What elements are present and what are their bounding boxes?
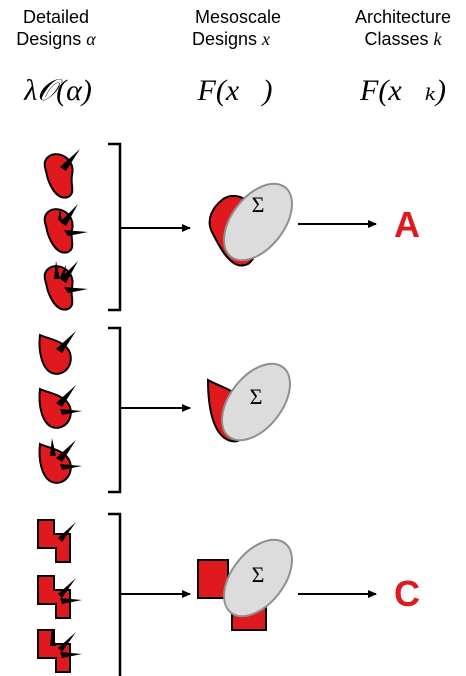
header-mesoscale-line2: Designs [191,29,257,49]
sum-symbol: Σ [252,192,265,217]
header-mesoscale-designs: Mesoscale Designs x⃗ [178,6,298,50]
header-architecture-symbol: k [433,29,442,49]
class-label-a: A [394,204,420,245]
header-architecture-line2: Classes [364,29,429,49]
detailed-design-teardrop-2 [38,385,82,429]
group-lshape-designs: Σ [37,512,377,676]
header-detailed-line1: Detailed [22,7,90,27]
detailed-design-bean-1 [43,149,80,199]
header-detailed-symbol: α [86,29,96,49]
sum-ellipse [223,182,293,262]
detailed-design-bean-3 [43,261,88,311]
header-mesoscale-symbol: x⃗ [262,29,285,49]
group-bean-designs: Σ [43,142,377,312]
header-architecture-line1: Architecture [354,7,452,27]
mesoscale-design-bean: Σ [208,182,293,267]
detailed-design-lshape-2 [37,575,82,619]
class-label-c: C [394,573,420,614]
detailed-design-teardrop-3 [38,438,82,484]
header-architecture-classes: Architecture Classes k [340,6,466,50]
bracket-teardrop-group [108,326,122,494]
mesoscale-design-teardrop: Σ [206,362,291,443]
mesoscale-design-lshape: Σ [197,538,293,631]
sum-ellipse [221,362,291,442]
detailed-design-bean-2 [43,204,88,254]
header-mesoscale-line1: Mesoscale [194,7,282,27]
header-detailed-designs: Detailed Designs α [8,6,104,50]
sum-ellipse [223,538,293,618]
bracket-bean-group [108,142,122,312]
sum-symbol: Σ [250,384,263,409]
formula-detailed: λ𝒪(α) [24,74,92,107]
sum-symbol: Σ [252,562,265,587]
formula-mesoscale: F(x⃗) [197,74,273,107]
bracket-lshape-group [108,512,122,676]
detailed-design-lshape-3 [37,628,82,673]
formula-architecture: F(x⃗ₖ) [360,74,446,107]
detailed-design-lshape-1 [37,519,76,563]
group-teardrop-designs: Σ [38,326,291,494]
header-detailed-line2: Designs [16,29,82,49]
detailed-design-teardrop-1 [38,331,76,375]
